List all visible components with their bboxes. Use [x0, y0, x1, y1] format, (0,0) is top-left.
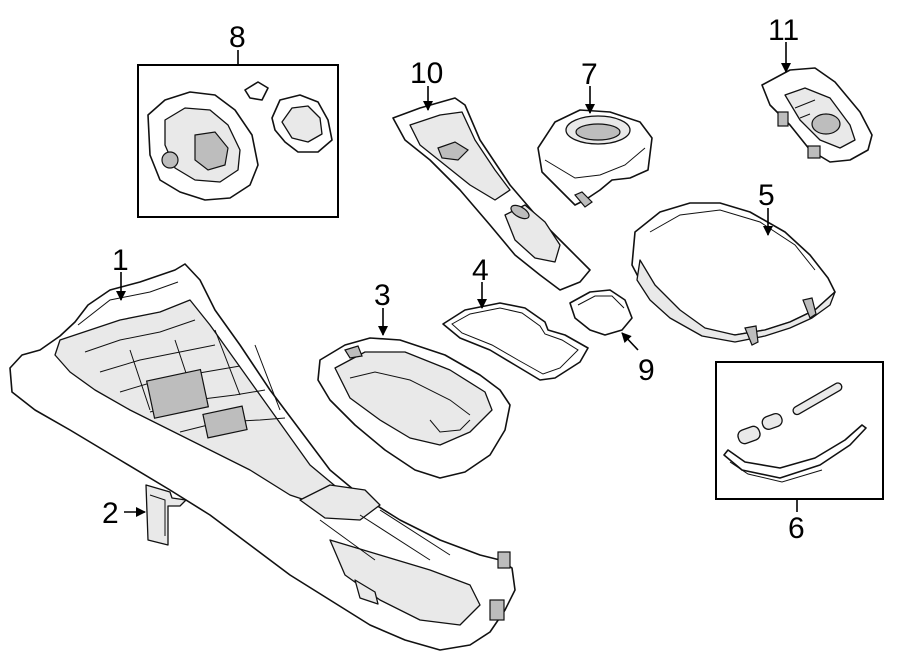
part-3-storage-bin	[317, 337, 511, 479]
callout-6: 6	[788, 512, 805, 545]
callout-8: 8	[229, 21, 246, 54]
part-1-console-body	[9, 263, 516, 651]
callout-5: 5	[758, 179, 775, 212]
leader-lines	[116, 42, 798, 517]
part-8-shifter-housing	[137, 64, 339, 218]
part-10-upper-trim	[392, 97, 591, 291]
leader-9	[621, 332, 639, 351]
callout-labels: 1 2 3 4 5 6 7 8 9 10 11	[102, 14, 805, 545]
part-9-pad	[569, 289, 633, 336]
callout-3: 3	[374, 279, 391, 312]
part-7-cup-holder	[537, 109, 653, 208]
part-5-armrest-lid	[631, 202, 836, 346]
kit-box	[715, 361, 884, 500]
callout-2: 2	[102, 497, 119, 530]
callout-11: 11	[768, 14, 799, 47]
callout-4: 4	[472, 254, 489, 287]
callout-10: 10	[410, 57, 443, 90]
part-6-hinge-kit	[715, 361, 884, 500]
callout-1: 1	[112, 244, 129, 277]
callout-7: 7	[581, 58, 598, 91]
part-11-switch	[761, 67, 873, 163]
part-4-mat	[442, 302, 589, 381]
callout-9: 9	[638, 354, 655, 387]
part-2-bracket	[145, 484, 187, 546]
